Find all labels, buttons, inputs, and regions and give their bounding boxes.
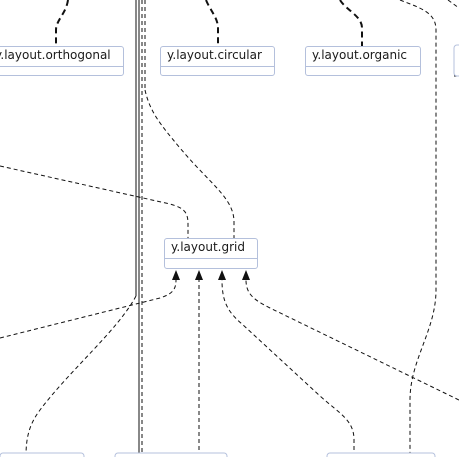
node-orthogonal-label: y.layout.orthogonal xyxy=(0,47,123,67)
bottom-node-right xyxy=(326,452,436,457)
right-edge-node xyxy=(453,44,459,77)
bottom-node-left xyxy=(0,452,85,457)
edge-into-organic xyxy=(339,0,363,46)
arrowhead-grid-4 xyxy=(242,270,250,280)
node-grid-label: y.layout.grid xyxy=(165,239,257,259)
arrowhead-grid-3 xyxy=(218,270,226,280)
edge-from-vertical-into-grid xyxy=(144,89,235,240)
node-organic[interactable]: y.layout.organic xyxy=(305,46,421,76)
edge-bottom-b-to-grid xyxy=(221,279,355,457)
edge-left-into-grid xyxy=(0,165,189,240)
edge-bottom-left-to-grid xyxy=(0,279,177,339)
edge-into-circular xyxy=(205,0,219,46)
edge-lower-left-curve xyxy=(25,295,137,457)
node-circular[interactable]: y.layout.circular xyxy=(160,46,275,76)
bottom-node-center xyxy=(114,452,228,457)
edge-into-orthogonal xyxy=(55,0,69,46)
edge-right-to-grid xyxy=(245,279,459,401)
arrowhead-grid-1 xyxy=(172,270,180,280)
edge-far-right xyxy=(447,0,459,9)
node-circular-label: y.layout.circular xyxy=(161,47,274,67)
node-organic-label: y.layout.organic xyxy=(306,47,420,67)
node-orthogonal[interactable]: y.layout.orthogonal xyxy=(0,46,124,76)
node-grid[interactable]: y.layout.grid xyxy=(164,238,258,269)
arrowhead-grid-2 xyxy=(195,270,203,280)
